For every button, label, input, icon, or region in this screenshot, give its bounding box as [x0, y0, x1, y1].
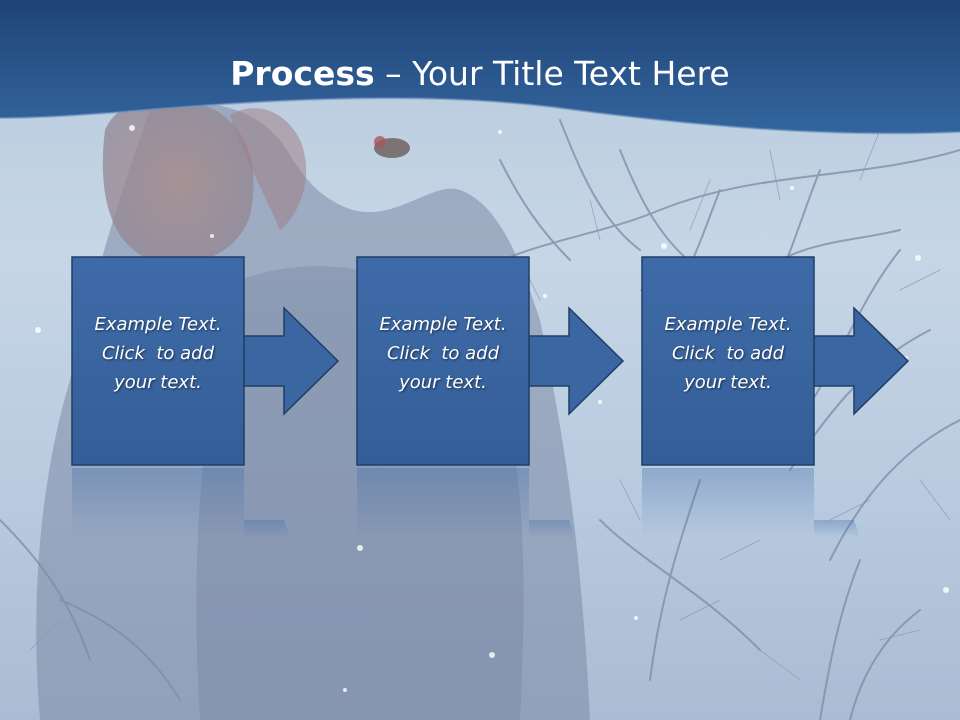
arrow-right-icon: [243, 306, 340, 416]
process-step-2[interactable]: [356, 256, 625, 466]
step-box: [356, 256, 530, 466]
step-text-line: Example Text.: [94, 314, 222, 335]
step-2-text[interactable]: Example Text. Click to add your text.: [357, 310, 529, 397]
arrow-right-icon: [813, 306, 910, 416]
slide-title[interactable]: Process – Your Title Text Here: [0, 52, 960, 96]
step-3-text[interactable]: Example Text. Click to add your text.: [642, 310, 814, 397]
reflections: [72, 468, 860, 538]
step-text-line: your text.: [114, 372, 202, 393]
title-bold-text: Process: [230, 54, 375, 93]
step-1-text[interactable]: Example Text. Click to add your text.: [72, 310, 244, 397]
title-rest-text: – Your Title Text Here: [374, 54, 730, 93]
step-text-line: your text.: [399, 372, 487, 393]
step-text-line: Example Text.: [664, 314, 792, 335]
arrow-right-icon: [528, 306, 625, 416]
step-text-line: your text.: [684, 372, 772, 393]
header-band: [0, 0, 960, 135]
process-step-3[interactable]: [641, 256, 910, 466]
step-box: [641, 256, 815, 466]
process-step-1[interactable]: [71, 256, 340, 466]
step-box: [71, 256, 245, 466]
step-text-line: Click to add: [101, 343, 214, 364]
step-text-line: Click to add: [671, 343, 784, 364]
step-text-line: Click to add: [386, 343, 499, 364]
step-text-line: Example Text.: [379, 314, 507, 335]
